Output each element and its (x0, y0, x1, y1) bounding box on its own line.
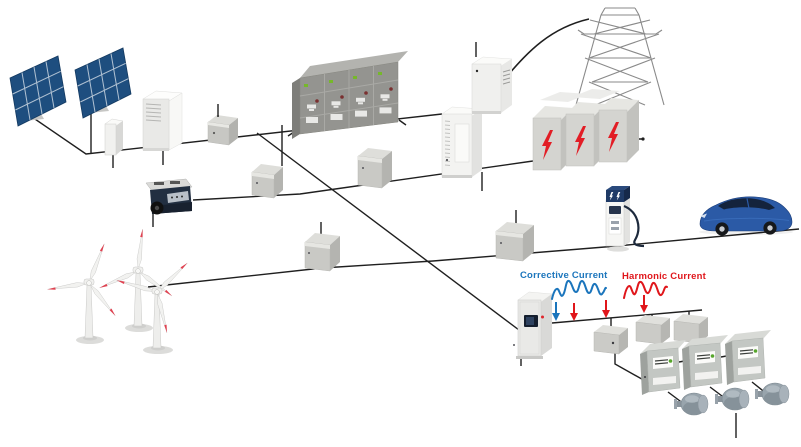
current-arrows (552, 295, 648, 321)
bolt-icon (616, 192, 621, 201)
active-harmonic-filter (513, 291, 553, 359)
hv-transformers (532, 89, 639, 171)
cabinet-door (454, 123, 470, 163)
wind-turbine-1 (47, 243, 116, 344)
wind-turbine-3 (116, 262, 188, 354)
lightning-bolt-icon (542, 130, 553, 160)
load-box-1 (593, 325, 628, 355)
headlight (700, 213, 707, 218)
panel-handles (306, 94, 392, 123)
vent-slats (145, 103, 162, 122)
solar-panel-2 (74, 47, 132, 119)
diesel-generator (145, 178, 193, 215)
vfd-green-led (710, 354, 715, 358)
grid-transformer-cabinet (471, 56, 513, 114)
vfd-drive-3 (725, 330, 771, 385)
solar-panel-1 (9, 55, 67, 127)
turbine-blades (99, 229, 172, 297)
harmonic-current-label: Harmonic Current (622, 271, 707, 282)
motor-3 (755, 382, 790, 406)
vfd-green-led (668, 359, 673, 363)
pv-inverter (104, 118, 124, 156)
feeder-diagonal (256, 132, 524, 334)
switchgear (292, 51, 408, 139)
corrective-arrow-icon (552, 302, 560, 321)
vfd-green-led (753, 349, 758, 353)
lightning-bolt-icon (575, 126, 586, 156)
red-led-indicators (315, 87, 393, 103)
transmission-tower (575, 7, 665, 106)
bolt-icon (609, 192, 614, 201)
harmonic-arrow-icon (570, 303, 578, 321)
motor-2 (715, 387, 750, 411)
wind-turbine-2 (99, 229, 172, 332)
hv-transformer-3 (598, 98, 639, 163)
grid-drop-curve (507, 18, 590, 76)
vent-slats (502, 69, 511, 85)
charger-screen (609, 206, 621, 214)
transformer-cabinet (441, 106, 483, 178)
lightning-bolt-icon (608, 122, 619, 152)
distribution-box-wind-1 (304, 233, 340, 272)
battery-cabinet (142, 90, 183, 151)
electric-car (699, 196, 793, 236)
vent-slats (444, 120, 451, 166)
junction-box (207, 115, 238, 146)
load-box-3 (673, 314, 708, 344)
harmonic-arrow-icon (640, 295, 648, 313)
load-box-2 (635, 315, 670, 345)
vfd-drive-2 (682, 335, 728, 390)
filter-status-led (541, 315, 544, 319)
bus-wind (147, 228, 800, 288)
green-led-indicators (304, 72, 382, 87)
corrective-waveform (551, 279, 607, 300)
distribution-box-mid (251, 164, 283, 199)
harmonic-waveform (623, 280, 668, 299)
corrective-current-label: Corrective Current (520, 270, 608, 281)
turbine-blades (116, 262, 188, 333)
ev-charging-station (605, 186, 645, 252)
charging-cable (623, 204, 645, 248)
motor-1 (674, 392, 709, 416)
car-windows (718, 198, 775, 210)
wire-node (641, 137, 645, 141)
bus-loads (551, 309, 703, 324)
distribution-box-wind-2 (495, 222, 534, 262)
harmonic-arrow-icon (602, 300, 610, 318)
vfd-drive-1 (640, 340, 686, 395)
turbine-blades (47, 243, 116, 316)
distribution-box-gen (357, 148, 392, 189)
